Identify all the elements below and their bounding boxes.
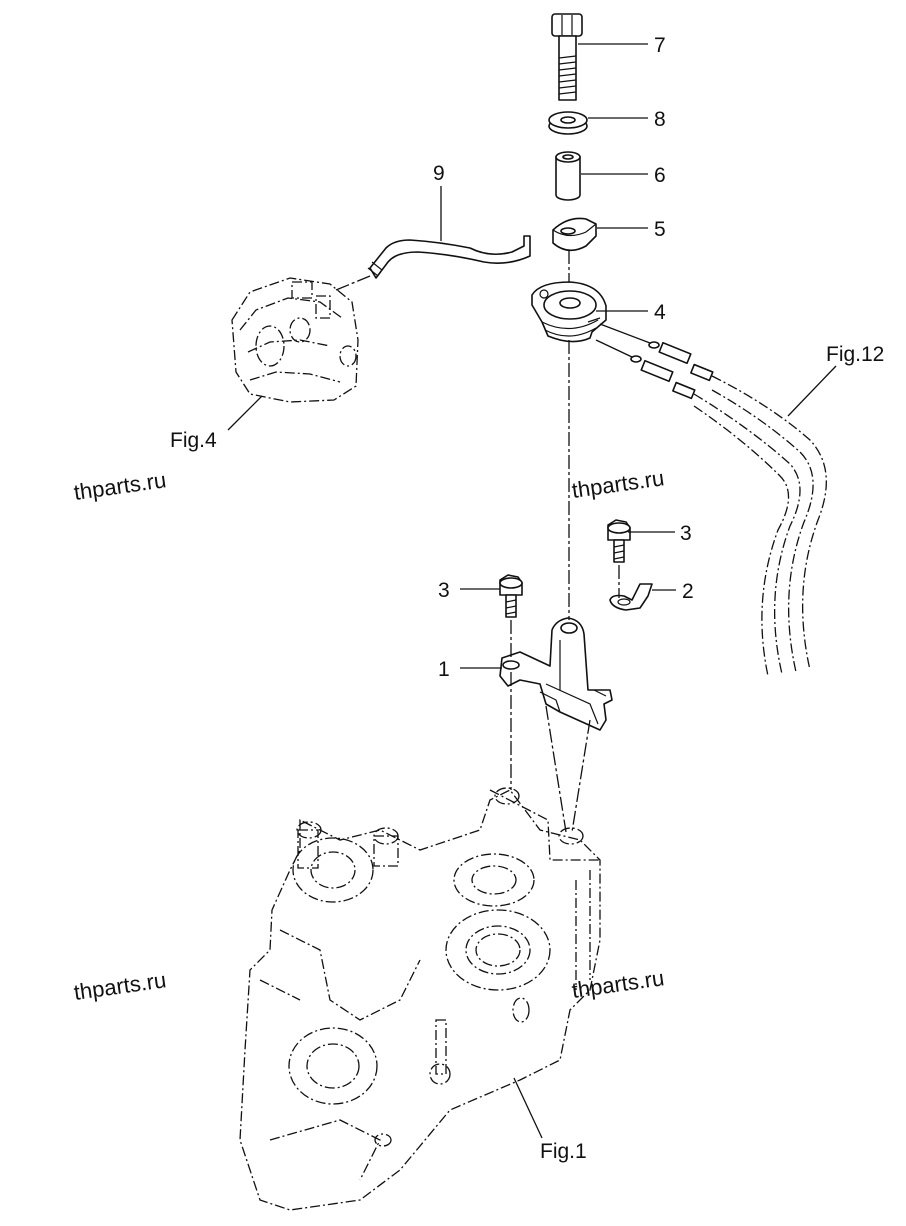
figure-ref-4: Fig.4 — [170, 429, 217, 452]
watermark: thparts.ru — [72, 967, 168, 1005]
callout-9: 9 — [433, 162, 445, 185]
figure-ref-12: Fig.12 — [826, 343, 884, 366]
callout-6: 6 — [654, 164, 666, 187]
washer-part-8 — [548, 111, 588, 135]
callout-8: 8 — [654, 108, 666, 131]
watermark: thparts.ru — [72, 467, 168, 505]
engine-block-reference — [239, 787, 601, 1211]
callout-3-right: 3 — [680, 522, 692, 545]
callout-5: 5 — [654, 218, 666, 241]
watermark: thparts.ru — [570, 965, 666, 1003]
leader-lines — [227, 43, 837, 1139]
throttle-cam-part-4 — [531, 281, 607, 343]
bracket-part-1 — [499, 617, 613, 731]
callout-4: 4 — [654, 301, 666, 324]
figure-ref-1: Fig.1 — [540, 1140, 587, 1163]
watermark: thparts.ru — [570, 465, 666, 503]
callout-2: 2 — [682, 580, 694, 603]
assembly-axis-lines — [510, 250, 620, 833]
bolt-part-3-right — [607, 519, 631, 563]
bolt-part-7 — [551, 13, 583, 101]
link-rod-part-9 — [367, 235, 531, 279]
throttle-cables — [595, 323, 827, 677]
callout-1: 1 — [438, 658, 450, 681]
callout-3-left: 3 — [438, 579, 450, 602]
clip-part-2 — [609, 583, 653, 611]
collar-part-6 — [555, 151, 581, 201]
carburetor-reference — [231, 275, 371, 403]
bolt-part-3-left — [499, 574, 523, 618]
cam-part-5 — [552, 217, 597, 252]
callout-7: 7 — [654, 34, 666, 57]
